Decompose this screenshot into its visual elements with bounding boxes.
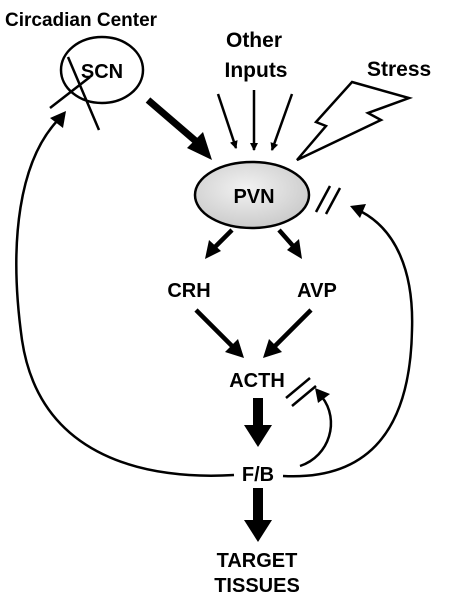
scn-block-mark <box>66 56 101 131</box>
stress-label: Stress <box>367 58 431 81</box>
pvn-label: PVN <box>233 186 274 208</box>
fb-to-acth-feedback-arrow <box>299 396 333 468</box>
scn-to-pvn-arrow <box>145 97 201 146</box>
pvn-to-crh-arrowhead <box>205 240 221 259</box>
avp-to-acth-arrow <box>272 308 313 349</box>
scn-to-pvn-arrowhead <box>187 132 212 160</box>
other-input-arrow-1 <box>216 93 238 149</box>
other-input-arrow-3 <box>270 93 294 151</box>
fb-to-acth-feedback-arrowhead <box>315 388 330 403</box>
other-inputs-label-2: Inputs <box>225 59 288 82</box>
pvn-block-mark-2 <box>324 187 342 215</box>
avp-label: AVP <box>297 280 337 302</box>
fb-to-target-arrowhead <box>244 520 272 542</box>
crh-label: CRH <box>167 280 210 302</box>
acth-to-fb-arrowhead <box>244 425 272 447</box>
pvn-node <box>193 160 311 230</box>
target-tissues-label-1: TARGET <box>217 550 298 572</box>
acth-block-mark <box>285 377 311 399</box>
scn-block-mark-2 <box>49 76 91 109</box>
target-tissues-label-2: TISSUES <box>214 575 300 597</box>
other-inputs-label-1: Other <box>226 29 282 52</box>
acth-block-mark-2 <box>291 385 317 407</box>
fb-to-pvn-feedback-arrow <box>282 210 414 478</box>
crh-to-acth-arrowhead <box>225 339 244 358</box>
fb-to-scn-feedback-arrow <box>15 119 235 477</box>
acth-label: ACTH <box>229 370 285 392</box>
pvn-to-avp-arrowhead <box>287 239 302 259</box>
crh-to-acth-arrow <box>194 308 235 349</box>
avp-to-acth-arrowhead <box>263 339 282 358</box>
fb-label: F/B <box>242 464 274 486</box>
lightning-bolt-icon <box>296 80 414 162</box>
pvn-to-avp-arrow <box>277 228 296 249</box>
fb-to-pvn-feedback-arrowhead <box>350 204 366 218</box>
pvn-block-mark <box>314 185 332 213</box>
pvn-to-crh-arrow <box>212 228 234 250</box>
circadian-center-label: Circadian Center <box>5 10 158 31</box>
fb-to-scn-feedback-arrowhead <box>50 111 66 128</box>
scn-label: SCN <box>81 61 123 83</box>
